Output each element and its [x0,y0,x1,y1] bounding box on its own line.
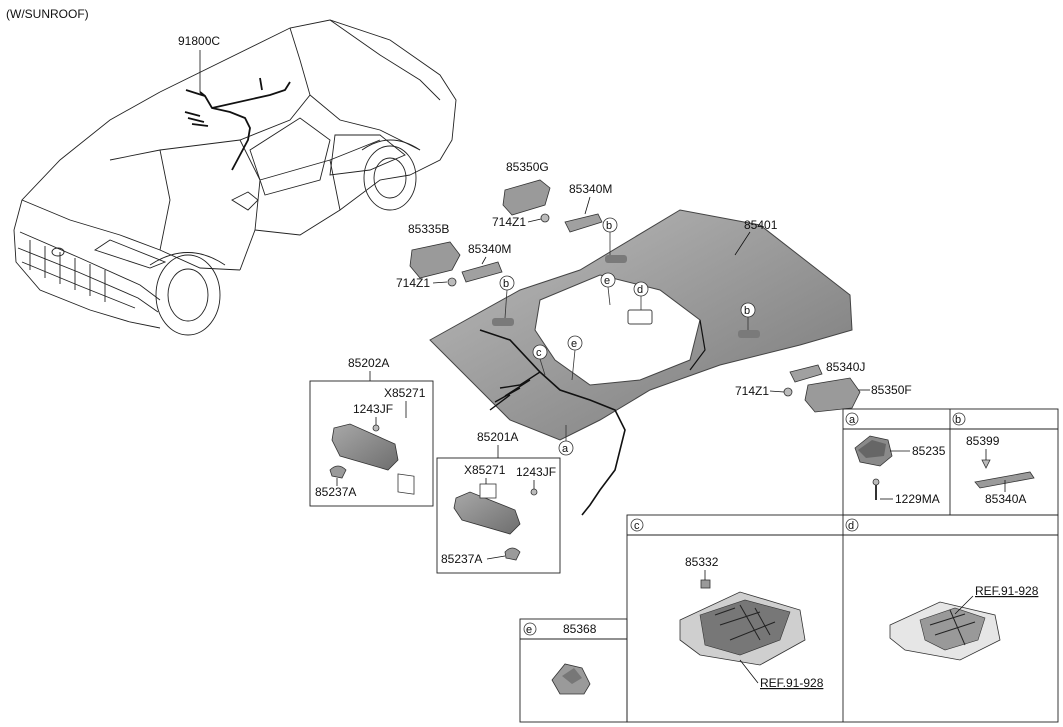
detail-c-drawing [679,579,806,666]
detail-panel-e [519,618,628,723]
visor-left-drawing [329,423,415,495]
label-85340m-rear: 85340M [569,182,612,196]
label-85235: 85235 [912,444,946,458]
leader-714z1-rear [527,218,542,223]
label-x85271-right: X85271 [464,463,506,477]
leader-ref-c [739,659,759,684]
label-85340a: 85340A [985,492,1026,506]
label-85368: 85368 [563,622,597,636]
liner-callouts: b b b e d e c a [499,217,756,456]
visor-right-drawing [453,483,538,561]
label-714z1-front: 714Z1 [396,276,430,290]
callout-c-1: c [536,347,542,359]
callout-d-1: d [637,284,643,296]
visor-right-box [436,457,561,574]
front-left-bracket-group [409,241,503,287]
leader-85237a-right [486,555,506,560]
callout-b-3: b [744,305,750,317]
label-85340j: 85340J [826,360,865,374]
rear-bracket-group [502,179,603,233]
label-714z1-rear: 714Z1 [492,215,526,229]
label-85335b: 85335B [408,222,449,236]
detail-b-drawing [974,459,1035,489]
leader-85340m-front [481,256,487,265]
ref-d: REF.91-928 [975,584,1039,598]
label-85201a: 85201A [477,430,518,444]
label-85340m-front: 85340M [468,242,511,256]
car-roof-harness [184,77,291,171]
label-1243jf-left: 1243JF [353,402,393,416]
leader-85340m-rear [584,196,591,215]
detail-panel-ab [842,408,1059,516]
detail-panel-cd [626,514,1059,723]
detail-a-drawing [854,435,893,500]
detail-d-drawing [889,601,1001,661]
label-85332: 85332 [685,555,719,569]
label-1229ma: 1229MA [895,492,940,506]
car-illustration [13,19,457,336]
label-714z1-right: 714Z1 [735,384,769,398]
callout-e-1: e [604,275,610,287]
variant-label: (W/SUNROOF) [6,7,89,21]
detail-a-letter: a [849,414,856,426]
label-x85271-left: X85271 [384,386,426,400]
callout-e-2: e [571,338,577,350]
label-85401: 85401 [744,218,778,232]
label-91800c: 91800C [178,34,220,48]
label-85237a-left: 85237A [315,485,356,499]
detail-e-drawing [551,663,591,695]
detail-c-letter: c [634,520,640,532]
headlining-panel [429,209,853,516]
detail-b-letter: b [955,414,961,426]
label-1243jf-right: 1243JF [516,465,556,479]
label-85202a: 85202A [348,356,389,370]
callout-b-2: b [503,278,509,290]
leader-ref-d [954,595,974,615]
label-85350f: 85350F [871,383,912,397]
right-bracket-group [783,364,861,413]
label-85350g: 85350G [506,160,549,174]
label-85399: 85399 [966,434,1000,448]
ref-c: REF.91-928 [760,676,824,690]
leader-714z1-right [769,390,785,393]
leader-85401 [734,231,751,256]
leader-714z1-front [432,281,448,284]
detail-d-letter: d [848,520,854,532]
label-85237a-right: 85237A [441,552,482,566]
detail-e-letter: e [526,624,532,636]
callout-b-1: b [606,220,612,232]
visor-left-box [309,380,434,507]
callout-a-1: a [562,443,569,455]
